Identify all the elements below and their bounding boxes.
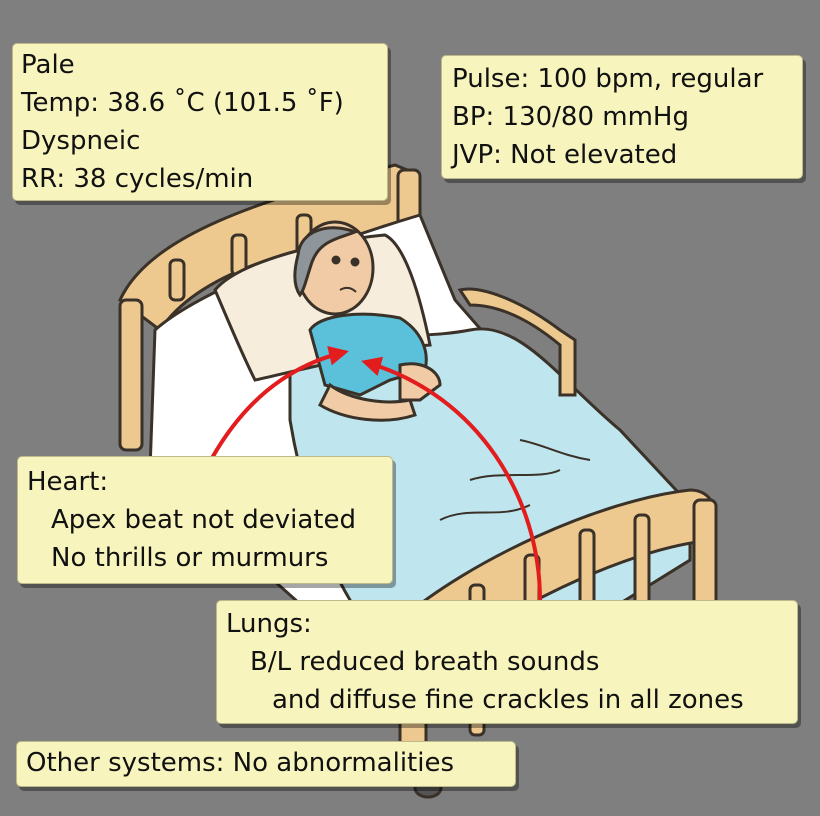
lungs-findings-note: Lungs: B/L reduced breath sounds and dif… <box>216 600 798 724</box>
lungs-breath-sounds: B/L reduced breath sounds <box>250 647 600 677</box>
pulse-text: Pulse: 100 bpm, regular <box>452 64 764 94</box>
vitals-note: Pale Temp: 38.6 ˚C (101.5 ˚F) Dyspneic R… <box>12 43 388 201</box>
bed-side-rail <box>457 287 577 397</box>
heart-murmurs: No thrills or murmurs <box>51 543 329 573</box>
lungs-title: Lungs: <box>226 609 312 639</box>
other-systems-note: Other systems: No abnormalities <box>16 741 516 787</box>
heart-apex-beat: Apex beat not deviated <box>51 505 356 535</box>
vitals-temperature: Temp: 38.6 ˚C (101.5 ˚F) <box>21 88 344 118</box>
heart-arrow <box>210 345 349 459</box>
vitals-respiratory-rate: RR: 38 cycles/min <box>21 164 254 194</box>
vitals-pale: Pale <box>21 50 75 80</box>
jvp-text: JVP: Not elevated <box>452 140 678 170</box>
lungs-arrow <box>361 356 542 601</box>
vitals-dyspnea: Dyspneic <box>21 126 141 156</box>
heart-findings-note: Heart: Apex beat not deviated No thrills… <box>17 456 393 584</box>
lungs-crackles: and diffuse fine crackles in all zones <box>272 685 744 715</box>
heart-title: Heart: <box>27 467 109 497</box>
cardio-vitals-note: Pulse: 100 bpm, regular BP: 130/80 mmHg … <box>441 55 803 179</box>
blood-pressure-text: BP: 130/80 mmHg <box>452 102 689 132</box>
other-systems-text: Other systems: No abnormalities <box>26 748 454 778</box>
